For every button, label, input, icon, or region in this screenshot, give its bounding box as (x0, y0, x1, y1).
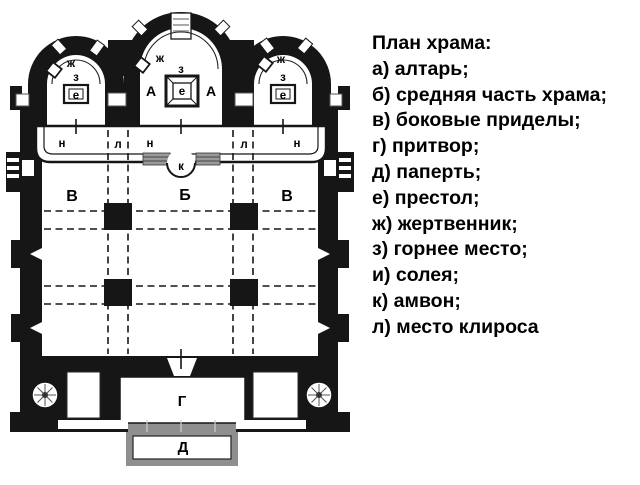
label-porch: Д (178, 439, 189, 456)
label-altar-left: А (146, 83, 156, 99)
zhertvennik-table-left (45, 61, 63, 79)
legend-title: План храма: (372, 32, 492, 54)
floor-plan-drawing: ж ж ж з з з е е е А А н н н л л к В Б В … (6, 12, 354, 466)
south-steps-left (58, 420, 128, 429)
label-solea-right: н (294, 138, 301, 150)
nave-interior (42, 160, 318, 356)
apse-passage-left (107, 92, 127, 107)
label-narthex: Г (178, 393, 187, 410)
legend-item-a: а) алтарь; (372, 57, 469, 80)
porch-interior (132, 435, 232, 460)
iconostasis-line (34, 124, 328, 164)
side-door-right (324, 160, 336, 176)
legend-item-zh: ж) жертвенник; (372, 212, 518, 235)
label-gornee-right: з (280, 72, 286, 84)
legend-item-l: л) место клироса (372, 315, 539, 338)
apse-window (296, 37, 314, 55)
narthex-room-right (252, 371, 299, 419)
window-notch (30, 248, 42, 260)
label-solea-left: н (59, 138, 66, 150)
label-aisle-right: В (281, 188, 293, 205)
label-altar-right: А (206, 83, 216, 99)
bay-dashed-lines (44, 130, 318, 354)
legend-item-d: д) паперть; (372, 160, 482, 183)
plan-labels: ж ж ж з з з е е е А А н н н л л к В Б В … (59, 53, 301, 456)
stair-spiral-right-icon (308, 384, 330, 406)
legend: План храма: а) алтарь; б) средняя часть … (372, 31, 607, 341)
apse-window (258, 37, 276, 55)
label-ambo: к (178, 161, 184, 173)
label-aisle-left: В (66, 188, 78, 205)
label-gornee-center: з (178, 64, 184, 76)
zhertvennik-table-center (133, 56, 151, 74)
legend-item-z: з) горнее место; (372, 238, 528, 261)
label-kliros-left: л (114, 139, 121, 151)
legend-item-e: е) престол; (372, 186, 480, 209)
stair-spiral-left-icon (34, 384, 56, 406)
label-prestol-right: е (280, 90, 286, 102)
window-notch (318, 248, 330, 260)
window-notch (30, 322, 42, 334)
side-door-left (22, 160, 34, 176)
zhertvennik-table-right (256, 55, 274, 73)
apse-window (88, 39, 106, 57)
label-nave: Б (179, 187, 191, 204)
narthex-room-center (119, 376, 246, 424)
label-zhertvennik-left: ж (66, 58, 76, 70)
altar-table-center (164, 74, 200, 108)
plan-details-layer (34, 18, 330, 460)
axis-ticks (75, 119, 284, 369)
label-prestol-center: е (179, 86, 185, 98)
narthex-room-left (66, 371, 101, 419)
apse-passage-right (234, 92, 254, 107)
legend-item-i: и) солея; (372, 264, 460, 287)
altar-table-left (62, 83, 90, 105)
legend-item-g: г) притвор; (372, 135, 480, 158)
label-solea-center: н (147, 138, 154, 150)
window-notch (318, 322, 330, 334)
church-floor-plan: ж ж ж з з з е е е А А н н н л л к В Б В … (6, 12, 354, 466)
label-prestol-left: е (73, 90, 79, 102)
apse-top-window (170, 12, 192, 40)
apse-window (213, 19, 231, 37)
label-zhertvennik-center: ж (155, 53, 165, 65)
apse-window (131, 19, 149, 37)
altar-table-right (269, 83, 297, 105)
west-portal (167, 358, 197, 376)
label-gornee-left: з (73, 72, 79, 84)
pillars (104, 203, 258, 306)
label-zhertvennik-right: ж (276, 54, 286, 66)
legend-item-b: б) средняя часть храма; (372, 83, 607, 106)
legend-item-v: в) боковые приделы; (372, 109, 581, 132)
south-steps-right (236, 420, 306, 429)
label-kliros-right: л (240, 139, 247, 151)
apse-window (50, 38, 68, 56)
legend-item-k: к) амвон; (372, 289, 461, 312)
ambo-shape (167, 149, 195, 177)
